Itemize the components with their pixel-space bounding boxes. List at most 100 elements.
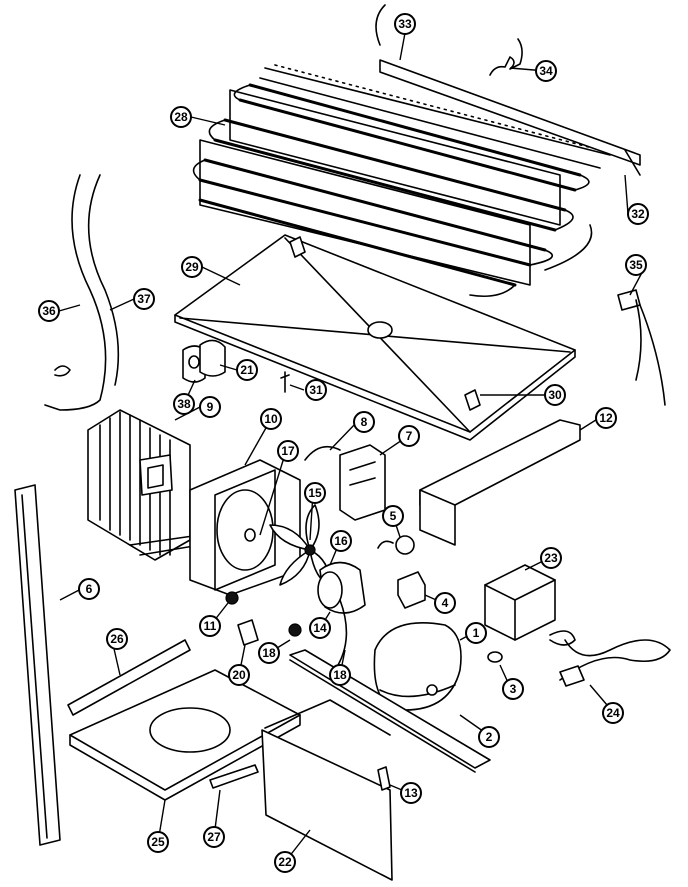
callout-label: 16 <box>334 534 348 548</box>
leader-lines <box>58 32 647 863</box>
callout-label: 30 <box>548 388 562 402</box>
callout-label: 38 <box>177 397 191 411</box>
callout-32[interactable]: 32 <box>627 203 649 225</box>
callout-38[interactable]: 38 <box>173 393 195 415</box>
power-cord <box>549 630 671 687</box>
callout-36[interactable]: 36 <box>38 300 60 322</box>
condenser-coil <box>192 64 611 298</box>
callout-23[interactable]: 23 <box>540 547 562 569</box>
callout-30[interactable]: 30 <box>544 384 566 406</box>
defrost-timer <box>484 564 556 641</box>
start-relay <box>397 571 426 609</box>
side-panel <box>14 484 61 846</box>
callout-label: 17 <box>281 444 295 458</box>
heater-cord <box>617 289 666 406</box>
callout-label: 28 <box>174 110 188 124</box>
callout-label: 35 <box>629 258 643 272</box>
callout-18a[interactable]: 18 <box>258 642 280 664</box>
callout-label: 5 <box>390 509 397 523</box>
compressor <box>373 622 462 711</box>
callout-label: 13 <box>404 786 418 800</box>
callout-label: 14 <box>313 621 327 635</box>
callout-label: 37 <box>137 292 151 306</box>
callout-label: 8 <box>361 415 368 429</box>
callout-9[interactable]: 9 <box>199 396 221 418</box>
callout-label: 21 <box>240 363 254 377</box>
insulator-clip <box>199 339 226 377</box>
access-cover <box>261 699 393 881</box>
callout-25[interactable]: 25 <box>147 831 169 853</box>
callout-27[interactable]: 27 <box>203 826 225 848</box>
callout-24[interactable]: 24 <box>602 702 624 724</box>
callout-22[interactable]: 22 <box>274 851 296 873</box>
screw <box>280 371 290 393</box>
callout-35[interactable]: 35 <box>625 254 647 276</box>
callout-label: 12 <box>599 411 613 425</box>
callout-label: 33 <box>398 17 412 31</box>
callout-8[interactable]: 8 <box>353 411 375 433</box>
fan-shroud <box>87 409 201 561</box>
callout-label: 7 <box>406 429 413 443</box>
callout-label: 32 <box>631 207 645 221</box>
callout-label: 26 <box>110 632 124 646</box>
callout-29[interactable]: 29 <box>181 256 203 278</box>
wire-clip <box>489 38 523 76</box>
callout-label: 34 <box>539 64 553 78</box>
callout-label: 11 <box>204 619 217 633</box>
grommet-3 <box>487 651 503 663</box>
callout-4[interactable]: 4 <box>434 592 456 614</box>
callout-10[interactable]: 10 <box>260 408 282 430</box>
callout-13[interactable]: 13 <box>400 782 422 804</box>
callout-label: 3 <box>510 682 517 696</box>
nut-18 <box>288 623 302 637</box>
callout-label: 25 <box>151 835 165 849</box>
drain-tubes <box>44 174 120 411</box>
drain-tray <box>174 234 576 441</box>
callout-label: 36 <box>42 304 56 318</box>
callout-5[interactable]: 5 <box>382 505 404 527</box>
callout-6[interactable]: 6 <box>78 578 100 600</box>
callout-label: 18 <box>333 668 347 682</box>
callout-34[interactable]: 34 <box>535 60 557 82</box>
callout-label: 9 <box>207 400 214 414</box>
callout-label: 29 <box>185 260 199 274</box>
callout-3[interactable]: 3 <box>502 678 524 700</box>
overload-protector <box>377 535 415 555</box>
callout-1[interactable]: 1 <box>465 622 487 644</box>
mounting-bracket <box>375 4 641 176</box>
callout-21[interactable]: 21 <box>236 359 258 381</box>
callout-label: 27 <box>207 830 221 844</box>
callout-label: 24 <box>606 706 620 720</box>
fan-motor <box>317 561 366 671</box>
rear-panel <box>419 419 581 546</box>
callout-17[interactable]: 17 <box>277 440 299 462</box>
callout-26[interactable]: 26 <box>106 628 128 650</box>
callout-37[interactable]: 37 <box>133 288 155 310</box>
callout-label: 31 <box>309 383 323 397</box>
fan-blade <box>269 504 331 586</box>
callout-33[interactable]: 33 <box>394 13 416 35</box>
capacitor <box>237 619 259 646</box>
support-strip <box>209 764 259 789</box>
base-pan <box>67 639 301 801</box>
callout-label: 10 <box>264 412 278 426</box>
nut-11 <box>225 591 239 605</box>
callout-2[interactable]: 2 <box>478 726 500 748</box>
callout-label: 23 <box>544 551 558 565</box>
callout-label: 2 <box>486 730 493 744</box>
callout-label: 15 <box>308 486 322 500</box>
callout-20[interactable]: 20 <box>228 664 250 686</box>
callout-12[interactable]: 12 <box>595 407 617 429</box>
callout-label: 20 <box>232 668 246 682</box>
callout-label: 18 <box>262 646 276 660</box>
callout-label: 6 <box>86 582 93 596</box>
callout-28[interactable]: 28 <box>170 106 192 128</box>
callout-14[interactable]: 14 <box>309 617 331 639</box>
callout-31[interactable]: 31 <box>305 379 327 401</box>
callout-7[interactable]: 7 <box>398 425 420 447</box>
callout-11[interactable]: 11 <box>199 615 221 637</box>
callout-15[interactable]: 15 <box>304 482 326 504</box>
callout-16[interactable]: 16 <box>330 530 352 552</box>
callout-18b[interactable]: 18 <box>329 664 351 686</box>
